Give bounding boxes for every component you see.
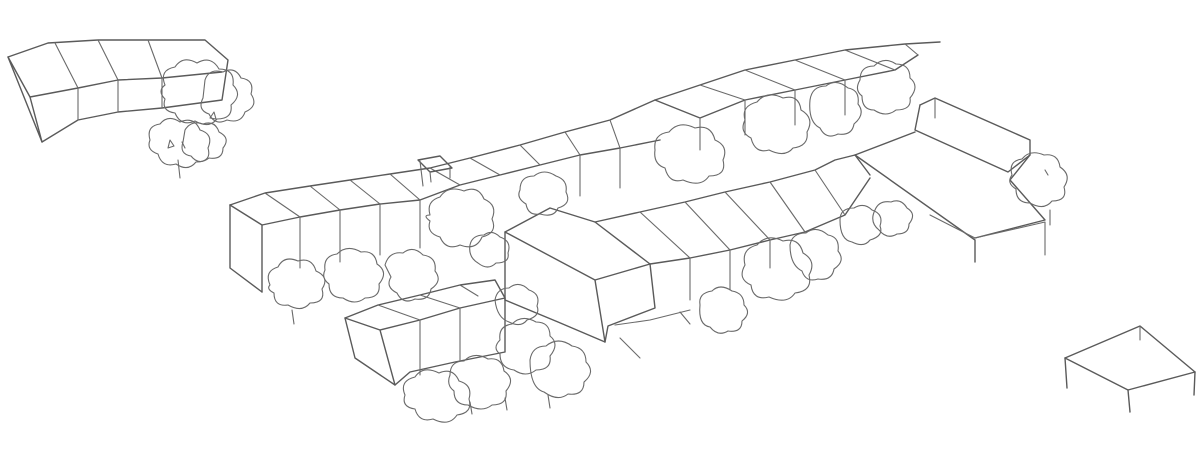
tree-right bbox=[1009, 152, 1068, 226]
building-lower-left bbox=[344, 279, 506, 386]
trees-top-left bbox=[148, 59, 255, 179]
pavilion-bottom-right bbox=[1064, 325, 1196, 413]
building-right bbox=[854, 97, 1046, 263]
building-top-left bbox=[7, 39, 229, 143]
trees-front-right bbox=[699, 200, 914, 334]
roof-table bbox=[417, 155, 453, 187]
building-long-back bbox=[229, 41, 941, 293]
building-middle-front bbox=[504, 154, 871, 359]
trees-bottom bbox=[402, 283, 592, 423]
trees-middle bbox=[267, 59, 916, 325]
